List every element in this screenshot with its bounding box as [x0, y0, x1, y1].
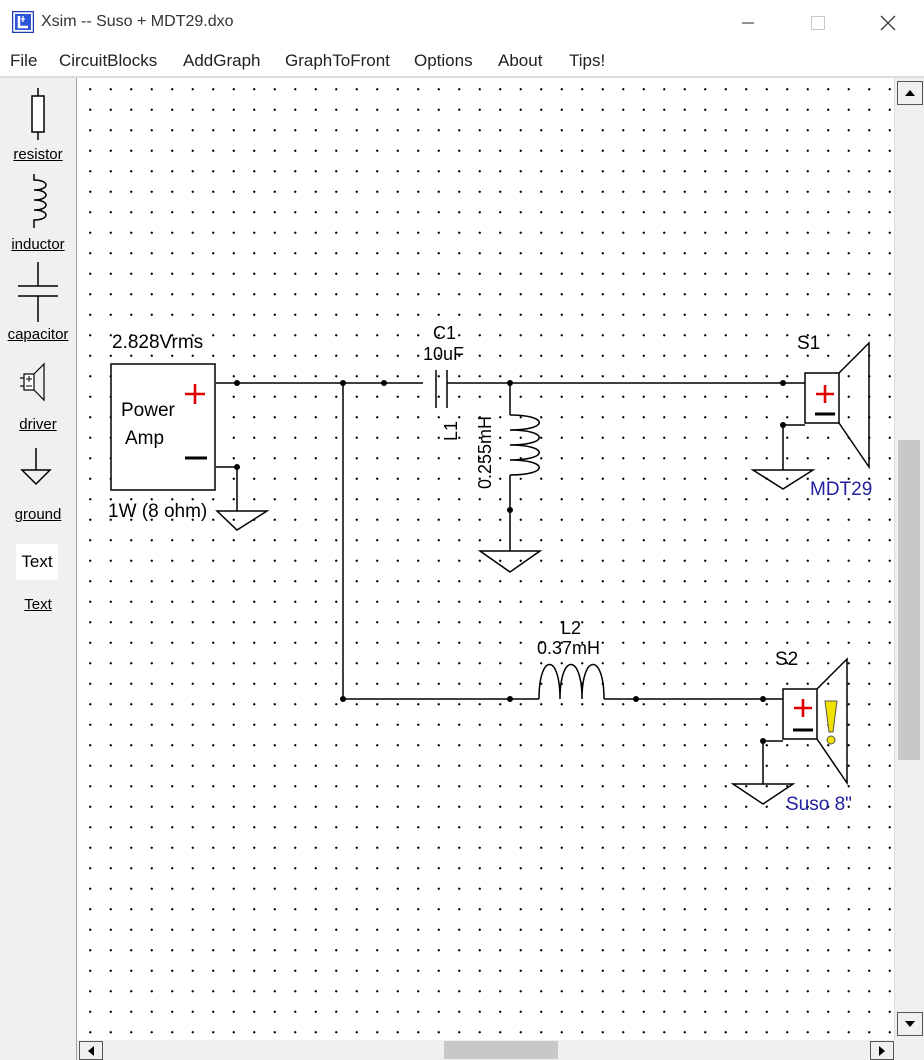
palette-label-resistor: resistor	[13, 146, 63, 163]
horizontal-scrollbar[interactable]	[77, 1040, 894, 1060]
l2-ref-label: L2	[561, 618, 582, 638]
driver-icon	[20, 362, 45, 402]
palette-item-resistor[interactable]: resistor	[0, 84, 76, 168]
horizontal-scroll-thumb[interactable]	[444, 1041, 558, 1059]
app-icon	[12, 11, 34, 33]
palette-item-inductor[interactable]: inductor	[0, 174, 76, 258]
title-bar: Xsim -- Suso + MDT29.dxo	[0, 0, 924, 46]
s2-ref-label: S2	[775, 649, 799, 670]
menu-bar: File CircuitBlocks AddGraph GraphToFront…	[0, 46, 924, 76]
window-title: Xsim -- Suso + MDT29.dxo	[41, 13, 234, 30]
palette-label-inductor: inductor	[11, 236, 65, 253]
minimize-icon	[742, 22, 754, 24]
close-icon	[880, 15, 896, 31]
s2-model-label: Suso 8"	[786, 794, 852, 815]
scroll-right-arrow-icon	[879, 1045, 885, 1056]
schematic-wiring	[110, 341, 870, 805]
palette-item-driver[interactable]: driver	[0, 362, 76, 434]
menu-separator	[0, 76, 924, 78]
menu-about[interactable]: About	[498, 51, 543, 70]
source-power-label: 1W (8 ohm)	[108, 501, 208, 522]
warning-icon	[824, 700, 838, 745]
menu-tips[interactable]: Tips!	[569, 51, 606, 70]
minimize-button[interactable]	[716, 0, 780, 46]
scroll-up-arrow-icon	[905, 90, 915, 96]
s1-ref-label: S1	[797, 333, 821, 354]
circuit-canvas[interactable]: 2.828Vrms Power Amp 1W (8 ohm) C1 10uF L…	[77, 78, 894, 1040]
scroll-down-arrow-icon	[905, 1021, 915, 1027]
l1-ref-label: L1	[441, 420, 461, 441]
maximize-button	[786, 0, 850, 46]
scroll-left-arrow-icon	[88, 1045, 94, 1056]
inductor-icon	[33, 174, 47, 228]
scrollbar-corner	[894, 1040, 924, 1060]
l2-value-label: 0.37mH	[537, 638, 601, 658]
vertical-scrollbar[interactable]	[894, 78, 924, 1040]
ground-icon	[20, 448, 52, 486]
palette-item-capacitor[interactable]: capacitor	[0, 262, 76, 346]
capacitor-icon	[18, 262, 58, 322]
s1-model-label: MDT29	[810, 479, 873, 500]
palette-label-text[interactable]: Text	[24, 596, 52, 613]
palette-label-driver: driver	[19, 416, 57, 433]
menu-graphtofront[interactable]: GraphToFront	[285, 51, 390, 70]
menu-options[interactable]: Options	[414, 51, 473, 70]
power-amp-box	[110, 363, 216, 491]
power-amp-label-line1: Power	[121, 400, 175, 421]
resistor-icon	[31, 88, 45, 140]
scroll-left-button[interactable]	[79, 1041, 103, 1060]
c1-ref-label: C1	[433, 323, 457, 343]
palette-label-ground: ground	[14, 506, 62, 523]
text-icon[interactable]: Text	[16, 544, 58, 580]
maximize-icon	[811, 16, 825, 30]
scroll-right-button[interactable]	[870, 1041, 894, 1060]
component-palette: resistor inductor capacitor driver	[0, 78, 77, 1060]
menu-addgraph[interactable]: AddGraph	[183, 51, 261, 70]
menu-file[interactable]: File	[10, 51, 38, 70]
palette-item-ground[interactable]: ground	[0, 448, 76, 528]
menu-circuitblocks[interactable]: CircuitBlocks	[59, 51, 158, 70]
palette-label-capacitor: capacitor	[7, 326, 69, 343]
power-amp-label-line2: Amp	[125, 428, 165, 449]
scroll-up-button[interactable]	[897, 81, 923, 105]
source-voltage-label: 2.828Vrms	[112, 332, 204, 353]
vertical-scroll-thumb[interactable]	[898, 440, 920, 760]
l1-value-label: 0.255mH	[475, 415, 495, 489]
c1-value-label: 10uF	[423, 344, 465, 364]
scroll-down-button[interactable]	[897, 1012, 923, 1036]
close-button[interactable]	[856, 0, 920, 46]
